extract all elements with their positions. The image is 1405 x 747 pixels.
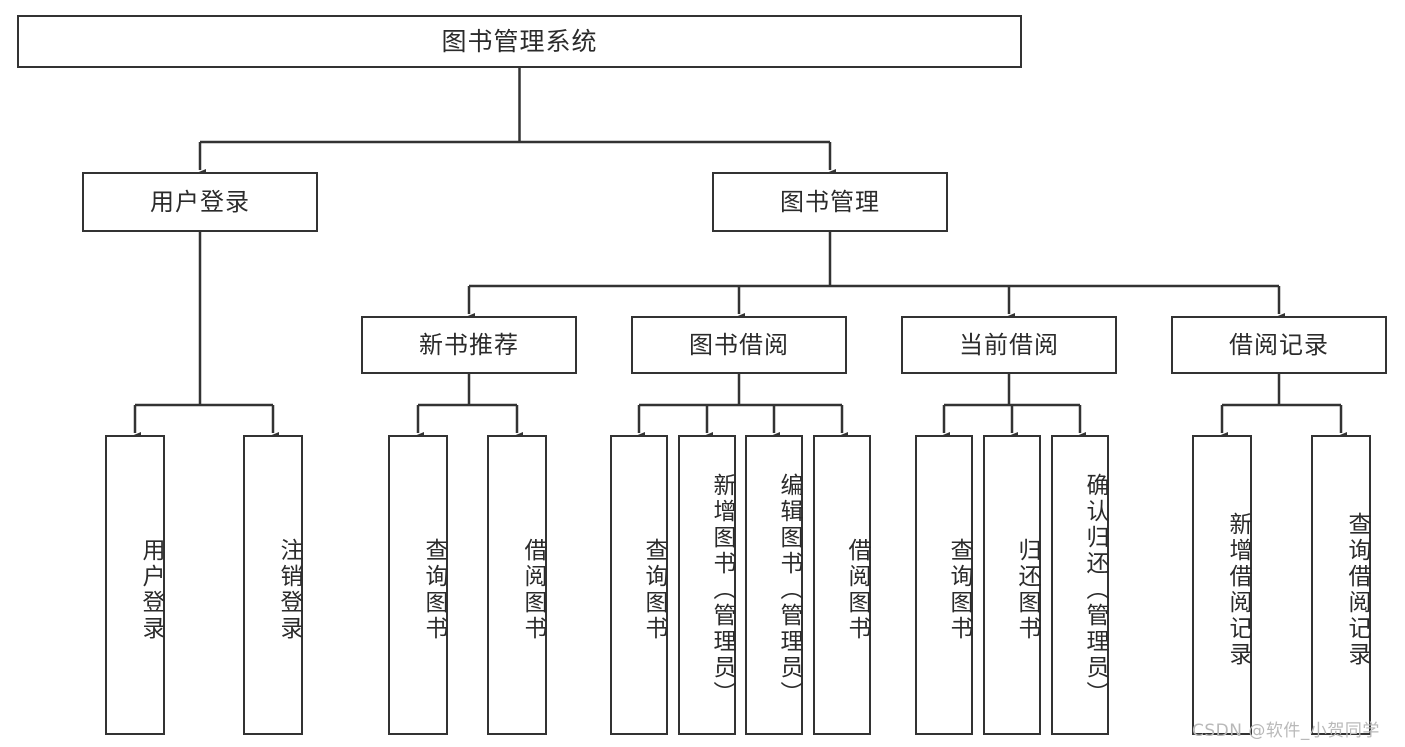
node-leaf5[interactable]: 查询图书 bbox=[610, 435, 668, 735]
node-leaf9[interactable]: 查询图书 bbox=[915, 435, 973, 735]
node-label: 用户登录 bbox=[150, 187, 250, 216]
node-label: 确认归还（管理员） bbox=[1082, 473, 1108, 707]
node-newbook[interactable]: 新书推荐 bbox=[361, 316, 577, 374]
node-label: 查询图书 bbox=[421, 538, 447, 642]
node-label: 查询图书 bbox=[946, 538, 972, 642]
node-label: 当前借阅 bbox=[959, 330, 1059, 359]
node-label: 借阅图书 bbox=[520, 538, 546, 642]
node-leaf11[interactable]: 确认归还（管理员） bbox=[1051, 435, 1109, 735]
node-leaf1[interactable]: 用户登录 bbox=[105, 435, 165, 735]
node-label: 用户登录 bbox=[138, 538, 164, 642]
node-label: 新增图书（管理员） bbox=[709, 473, 735, 707]
node-leaf10[interactable]: 归还图书 bbox=[983, 435, 1041, 735]
node-leaf13[interactable]: 查询借阅记录 bbox=[1311, 435, 1371, 735]
node-borrow[interactable]: 图书借阅 bbox=[631, 316, 847, 374]
csdn-watermark: CSDN @软件_小贺同学 bbox=[1192, 721, 1380, 741]
node-label: 查询图书 bbox=[641, 538, 667, 642]
node-root[interactable]: 图书管理系统 bbox=[17, 15, 1022, 68]
node-leaf2[interactable]: 注销登录 bbox=[243, 435, 303, 735]
node-leaf6[interactable]: 新增图书（管理员） bbox=[678, 435, 736, 735]
node-leaf3[interactable]: 查询图书 bbox=[388, 435, 448, 735]
node-label: 图书借阅 bbox=[689, 330, 789, 359]
node-leaf8[interactable]: 借阅图书 bbox=[813, 435, 871, 735]
node-label: 图书管理 bbox=[780, 187, 880, 216]
node-label: 归还图书 bbox=[1014, 538, 1040, 642]
node-records[interactable]: 借阅记录 bbox=[1171, 316, 1387, 374]
node-label: 借阅记录 bbox=[1229, 330, 1329, 359]
node-label: 新书推荐 bbox=[419, 330, 519, 359]
node-leaf4[interactable]: 借阅图书 bbox=[487, 435, 547, 735]
node-current[interactable]: 当前借阅 bbox=[901, 316, 1117, 374]
node-leaf12[interactable]: 新增借阅记录 bbox=[1192, 435, 1252, 735]
node-label: 借阅图书 bbox=[844, 538, 870, 642]
node-leaf7[interactable]: 编辑图书（管理员） bbox=[745, 435, 803, 735]
node-label: 查询借阅记录 bbox=[1344, 512, 1370, 668]
node-label: 注销登录 bbox=[276, 538, 302, 642]
node-label: 新增借阅记录 bbox=[1225, 512, 1251, 668]
node-login[interactable]: 用户登录 bbox=[82, 172, 318, 232]
node-bookmgmt[interactable]: 图书管理 bbox=[712, 172, 948, 232]
node-label: 图书管理系统 bbox=[441, 26, 598, 56]
node-label: 编辑图书（管理员） bbox=[776, 473, 802, 707]
